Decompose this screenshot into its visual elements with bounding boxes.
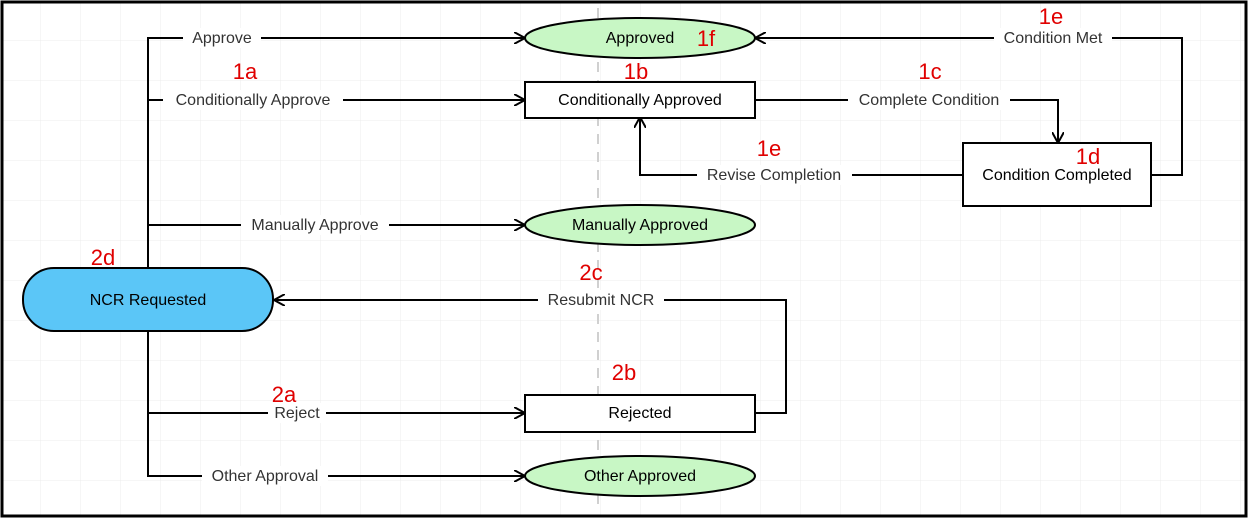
node-conditionally-approved-label: Conditionally Approved [558, 92, 722, 109]
annotation-2c: 2c [579, 260, 602, 285]
node-other-approved[interactable] [524, 455, 756, 497]
annotation-1a: 1a [233, 59, 258, 84]
edge-conditionally-approve-label: Conditionally Approve [176, 92, 331, 109]
node-approved[interactable] [524, 17, 756, 59]
edge-conditionally-approve-label-bg [163, 90, 343, 110]
edge-other-approval[interactable] [147, 413, 524, 476]
edge-manually-approve-label-bg [241, 215, 389, 235]
annotation-2b: 2b [612, 360, 636, 385]
edge-complete-condition-label-bg [848, 90, 1010, 110]
edge-condition-met[interactable] [756, 38, 1183, 176]
edge-revise-completion-label: Revise Completion [707, 167, 841, 184]
edge-resubmit-ncr[interactable] [275, 300, 787, 414]
edge-other-approval-label: Other Approval [212, 468, 319, 485]
edge-approve-label: Approve [192, 30, 252, 47]
annotation-2a: 2a [272, 382, 297, 407]
edge-condition-met-label: Condition Met [1004, 30, 1103, 47]
node-condition-completed[interactable] [962, 142, 1152, 207]
node-rejected-label: Rejected [608, 405, 671, 422]
edge-approve-label-bg [183, 28, 261, 48]
annotation-1d: 1d [1076, 144, 1100, 169]
edge-complete-condition-label: Complete Condition [859, 92, 1000, 109]
edge-revise-completion-label-bg [697, 165, 852, 185]
annotation-1c: 1c [918, 59, 941, 84]
annotation-1e-mid: 1e [757, 136, 781, 161]
annotation-1b: 1b [624, 59, 648, 84]
node-condition-completed-label: Condition Completed [982, 167, 1131, 184]
annotation-1f: 1f [697, 26, 716, 51]
node-other-approved-label: Other Approved [584, 468, 696, 485]
edge-condition-met-label-bg [994, 28, 1112, 48]
node-ncr-requested-label: NCR Requested [90, 292, 207, 309]
edge-reject-label-bg [268, 403, 326, 423]
edge-resubmit-ncr-label: Resubmit NCR [548, 292, 655, 309]
annotation-2d: 2d [91, 245, 115, 270]
node-manually-approved[interactable] [524, 204, 756, 246]
node-rejected[interactable] [524, 394, 756, 433]
node-approved-label: Approved [606, 30, 675, 47]
node-conditionally-approved[interactable] [524, 81, 756, 119]
edge-resubmit-ncr-label-bg [538, 290, 664, 310]
edge-revise-completion[interactable] [640, 118, 963, 176]
node-ncr-requested[interactable] [22, 267, 274, 332]
node-manually-approved-label: Manually Approved [572, 217, 708, 234]
edge-other-approval-label-bg [202, 466, 328, 486]
edge-approve[interactable] [147, 38, 524, 268]
edge-manually-approve-label: Manually Approve [251, 217, 378, 234]
annotation-1e-top: 1e [1039, 4, 1063, 29]
edge-reject-label: Reject [274, 405, 320, 422]
